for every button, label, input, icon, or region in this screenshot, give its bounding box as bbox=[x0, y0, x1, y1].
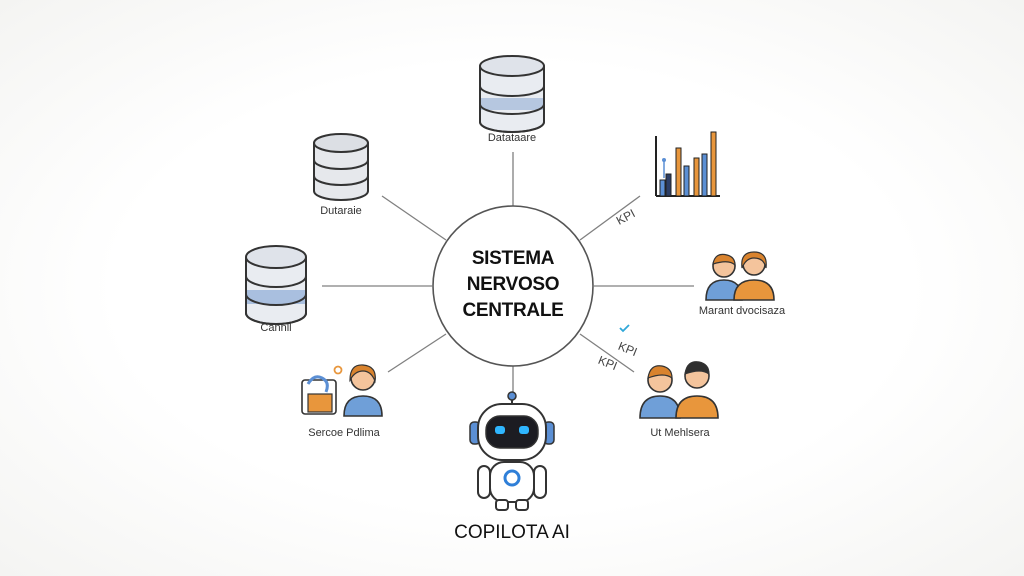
central-title-line-2: NERVOSO bbox=[466, 274, 560, 295]
connector-lines bbox=[322, 152, 694, 392]
robot-icon bbox=[469, 391, 555, 511]
people-right-lower-label: Ut Mehlsera bbox=[650, 427, 710, 439]
central-node-circle bbox=[432, 205, 594, 367]
central-title-line-1: SISTEMA bbox=[471, 248, 555, 269]
database-left-label: Cannll bbox=[260, 322, 292, 334]
connector-upper-right bbox=[579, 195, 641, 241]
connector-lower-right bbox=[579, 333, 635, 373]
connector-lower-left bbox=[387, 333, 447, 373]
copilot-label: COPILOTA AI bbox=[454, 522, 570, 543]
database-icon bbox=[245, 245, 307, 325]
people-left-label: Sercoe Pdlima bbox=[308, 427, 380, 439]
check-icon bbox=[619, 324, 630, 333]
connector-upper-left bbox=[381, 195, 447, 241]
people-icon bbox=[705, 251, 775, 301]
central-title-line-3: CENTRALE bbox=[462, 300, 564, 321]
database-top-label: Datataare bbox=[487, 132, 537, 144]
database-left-upper-label: Dutaraie bbox=[320, 205, 362, 217]
central-node-title: SISTEMA NERVOSO CENTRALE bbox=[441, 246, 585, 324]
bar-chart-icon bbox=[655, 131, 720, 197]
people-icon bbox=[639, 361, 719, 419]
people-right-upper-label: Marant dvocisaza bbox=[698, 305, 786, 317]
database-icon bbox=[313, 133, 369, 201]
worker-icon bbox=[301, 364, 383, 417]
database-icon bbox=[479, 55, 545, 133]
